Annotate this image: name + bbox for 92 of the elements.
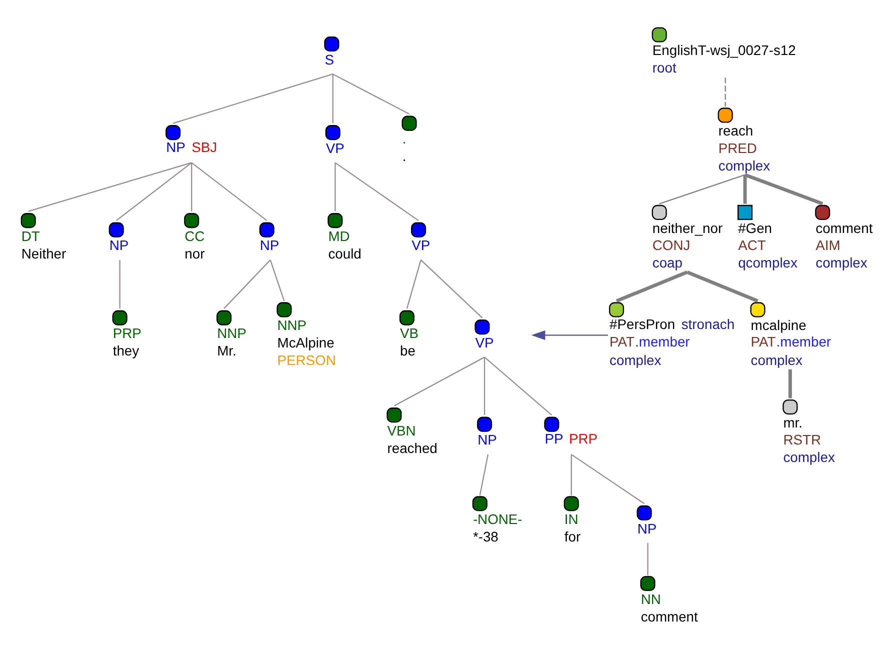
node-label: PERSON xyxy=(277,352,336,368)
node-label: complex xyxy=(718,157,770,174)
node-label: PAT xyxy=(610,333,634,350)
node-label: EnglishT-wsj_0027-s12 xyxy=(652,42,796,58)
node-label: NP xyxy=(109,237,129,254)
node-label: ACT xyxy=(738,237,766,254)
connector xyxy=(172,74,334,124)
node-label: . xyxy=(402,148,406,164)
connector xyxy=(744,173,824,206)
node-label: PAT xyxy=(750,333,776,350)
node-label: IN xyxy=(564,511,578,528)
node-label: SBJ xyxy=(192,138,218,155)
connector xyxy=(616,270,688,303)
node-label: VB xyxy=(400,325,419,342)
node-label: qcomplex xyxy=(738,254,798,271)
node-label: reach xyxy=(718,122,754,139)
node-label: PRP xyxy=(112,325,142,342)
connector xyxy=(659,174,746,204)
node-label: PRED xyxy=(718,140,757,156)
node-label: stronach xyxy=(681,316,735,332)
node-label: nor xyxy=(184,245,205,262)
node-label: .member xyxy=(776,333,832,350)
connector xyxy=(334,162,419,222)
node-label: AIM xyxy=(816,237,840,254)
connector xyxy=(332,74,334,124)
connector xyxy=(116,162,192,222)
node-label: reached xyxy=(387,440,438,456)
connector xyxy=(394,356,485,406)
node-label: Mr. xyxy=(217,342,236,359)
arrow xyxy=(531,330,608,340)
connector xyxy=(724,78,726,107)
node-label: could xyxy=(328,245,362,262)
node-label: DT xyxy=(21,228,40,244)
node-label: #PersPron xyxy=(610,316,676,332)
node-label: VP xyxy=(412,237,430,254)
connector xyxy=(270,260,285,302)
node-label: for xyxy=(564,528,581,544)
node-label: NNP xyxy=(277,317,307,334)
connector xyxy=(788,369,792,398)
node-label: McAlpine xyxy=(277,334,334,350)
connector xyxy=(332,74,410,115)
node-label: be xyxy=(400,342,416,359)
node-label: VBN xyxy=(387,422,416,438)
connector xyxy=(570,454,572,496)
connector xyxy=(420,260,483,318)
connector xyxy=(406,260,422,309)
node-label: MD xyxy=(328,228,350,244)
node-label: complex xyxy=(783,449,835,466)
node-label: comment xyxy=(816,220,873,236)
node-label: NN xyxy=(640,590,661,607)
node-label: complex xyxy=(610,352,662,368)
connector xyxy=(191,162,192,212)
node-label: #Gen xyxy=(738,220,772,236)
node-label: PP xyxy=(544,430,564,447)
node-label: they xyxy=(112,342,140,359)
node-label: CONJ xyxy=(652,237,690,254)
connector xyxy=(484,356,552,416)
connector xyxy=(479,454,489,496)
connector xyxy=(484,357,486,416)
node-label: coap xyxy=(652,254,682,271)
node-label: Neither xyxy=(21,245,66,262)
node-label: complex xyxy=(750,352,802,368)
connector xyxy=(686,270,758,303)
node-label: S xyxy=(324,51,334,68)
node-label: NP xyxy=(260,237,280,254)
connector xyxy=(119,260,120,309)
connector xyxy=(28,162,192,212)
node-label: mr. xyxy=(783,414,803,430)
node-label: CC xyxy=(184,228,205,244)
connector xyxy=(334,162,336,212)
node-label: -NONE- xyxy=(472,511,522,528)
node-label: NP xyxy=(478,432,497,448)
node-label: *-38 xyxy=(472,528,498,544)
node-label: comment xyxy=(640,608,698,624)
connector xyxy=(191,162,268,222)
node-label: mcalpine xyxy=(750,317,806,334)
node-label: root xyxy=(652,59,676,76)
node-label: neither_nor xyxy=(652,220,723,236)
node-label: NP xyxy=(166,138,186,155)
node-label: RSTR xyxy=(783,432,822,448)
node-label: VP xyxy=(475,334,494,350)
node-label: VP xyxy=(326,140,344,156)
connector xyxy=(224,260,271,309)
node-label: PRP xyxy=(569,430,598,447)
node-label: NNP xyxy=(217,325,246,342)
node-label: NP xyxy=(637,520,657,536)
node-label: . xyxy=(402,130,406,147)
connector xyxy=(647,543,648,576)
connector xyxy=(743,174,747,204)
node-label: complex xyxy=(816,254,868,271)
node-label: .member xyxy=(635,333,690,350)
connector xyxy=(571,454,645,504)
